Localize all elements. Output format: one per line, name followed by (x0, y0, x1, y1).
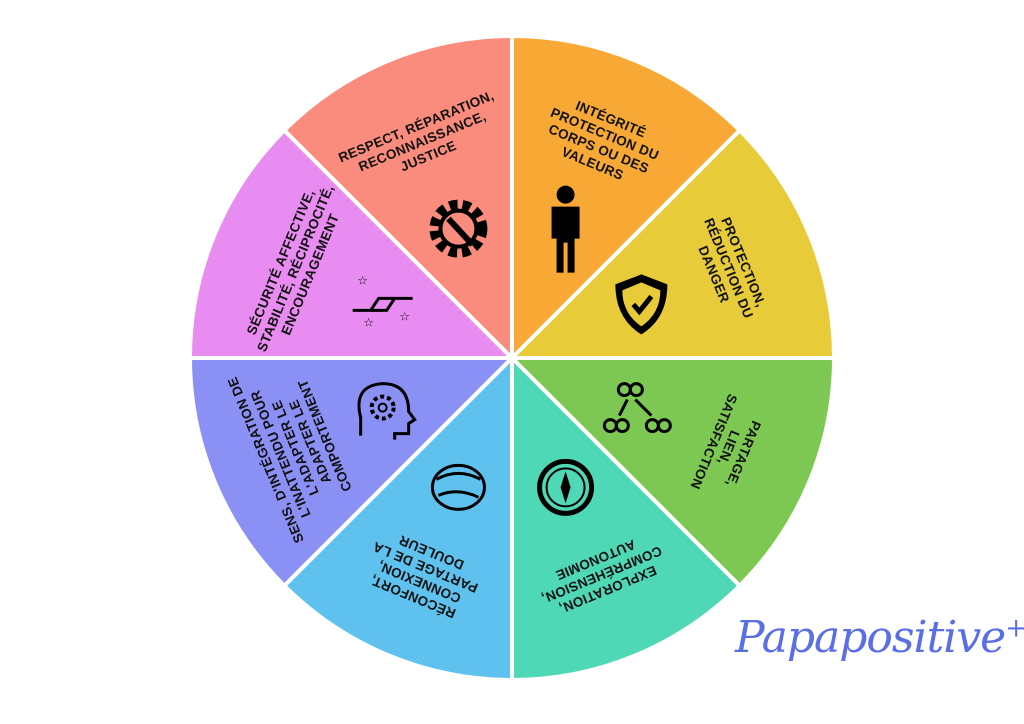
svg-text:☆: ☆ (399, 309, 410, 323)
shield-check-icon (615, 274, 668, 335)
segment-exploration (510, 353, 743, 683)
segment-partage (507, 356, 837, 589)
compass-icon (537, 458, 595, 516)
papapositive-logo: Papapositive+ (735, 612, 1024, 663)
head-gear-icon (357, 382, 417, 440)
segment-protection (507, 127, 837, 360)
segment-securite (187, 127, 517, 360)
hug-icon (430, 463, 486, 511)
segment-sens (187, 356, 517, 589)
segment-respect (281, 33, 514, 363)
segment-integrite (510, 33, 743, 363)
svg-text:☆: ☆ (363, 315, 374, 329)
segment-reconfort (281, 353, 514, 683)
svg-text:☆: ☆ (357, 273, 368, 287)
logo-plus: + (1005, 613, 1024, 644)
person-icon (551, 185, 580, 273)
logo-text: Papapositive (735, 612, 1006, 663)
helping-hands-icon: ☆ ☆ ☆ (352, 273, 413, 329)
gear-wrench-icon (429, 199, 488, 258)
connected-people-icon (602, 382, 672, 434)
